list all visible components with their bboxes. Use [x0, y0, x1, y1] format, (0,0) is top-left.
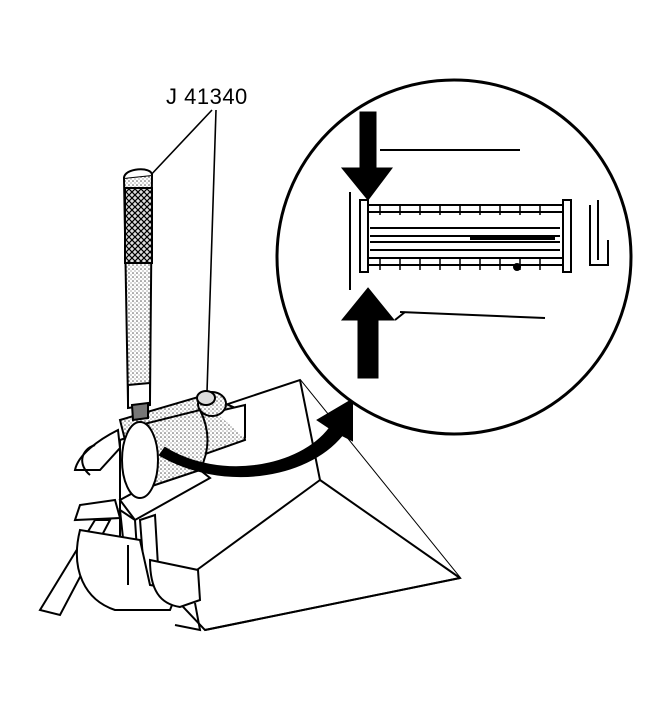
detail-callout-arrow: [160, 400, 352, 476]
tool-j41340: [124, 169, 152, 420]
compression-arrows: [342, 112, 394, 378]
vise: [40, 462, 210, 630]
callout-leader-lines: [148, 110, 216, 392]
tool-callout-label: J 41340: [166, 84, 248, 109]
adjuster-knob: [197, 391, 226, 416]
detail-view-circle: [277, 80, 631, 434]
